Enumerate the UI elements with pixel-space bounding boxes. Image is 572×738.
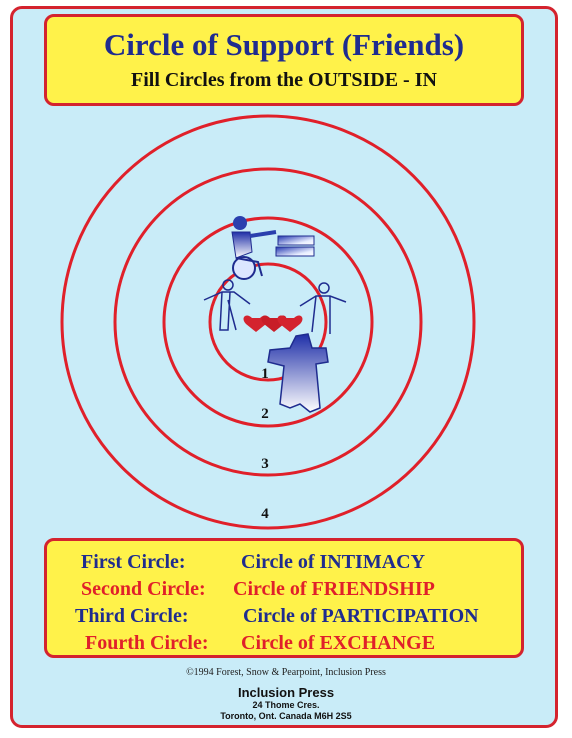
legend-box: First Circle: Circle of INTIMACY Second … <box>44 538 524 658</box>
ring-3 <box>113 167 423 477</box>
legend-value: Circle of EXCHANGE <box>241 632 436 654</box>
legend-label: Second Circle: <box>81 578 206 600</box>
publisher-address-line-1: 24 Thome Cres. <box>252 700 320 710</box>
concentric-rings <box>60 114 476 530</box>
hearts-icon <box>243 315 303 332</box>
circle-number-3: 3 <box>261 456 269 472</box>
legend-value: Circle of INTIMACY <box>241 551 426 573</box>
legend-label: Third Circle: <box>75 605 189 627</box>
circle-number-2: 2 <box>261 406 269 422</box>
circle-number-4: 4 <box>261 506 269 522</box>
publisher-name: Inclusion Press <box>237 685 335 700</box>
sign-icon <box>275 235 315 257</box>
copyright-text: ©1994 Forest, Snow & Pearpoint, Inclusio… <box>186 667 386 678</box>
ring-4 <box>60 114 476 530</box>
legend-value: Circle of PARTICIPATION <box>243 605 479 627</box>
right-person-icon <box>299 282 347 334</box>
page-title: Circle of Support (Friends) <box>103 27 465 62</box>
circle-number-1: 1 <box>261 366 269 382</box>
publisher-block: Inclusion Press 24 Thome Cres. Toronto, … <box>0 685 572 722</box>
ring-2 <box>162 216 374 428</box>
wheelchair-person-icon <box>231 216 277 280</box>
legend-value: Circle of FRIENDSHIP <box>233 578 435 600</box>
legend-label: First Circle: <box>81 551 186 573</box>
legend-label: Fourth Circle: <box>85 632 209 654</box>
title-banner: Circle of Support (Friends) Fill Circles… <box>44 14 524 106</box>
left-person-icon <box>203 279 251 331</box>
page-subtitle: Fill Circles from the OUTSIDE - IN <box>131 69 437 91</box>
ring-1 <box>208 262 328 382</box>
large-figure-icon <box>267 333 329 413</box>
publisher-address-line-2: Toronto, Ont. Canada M6H 2S5 <box>220 711 352 721</box>
circle-numbers: 1 2 3 4 <box>261 366 269 522</box>
